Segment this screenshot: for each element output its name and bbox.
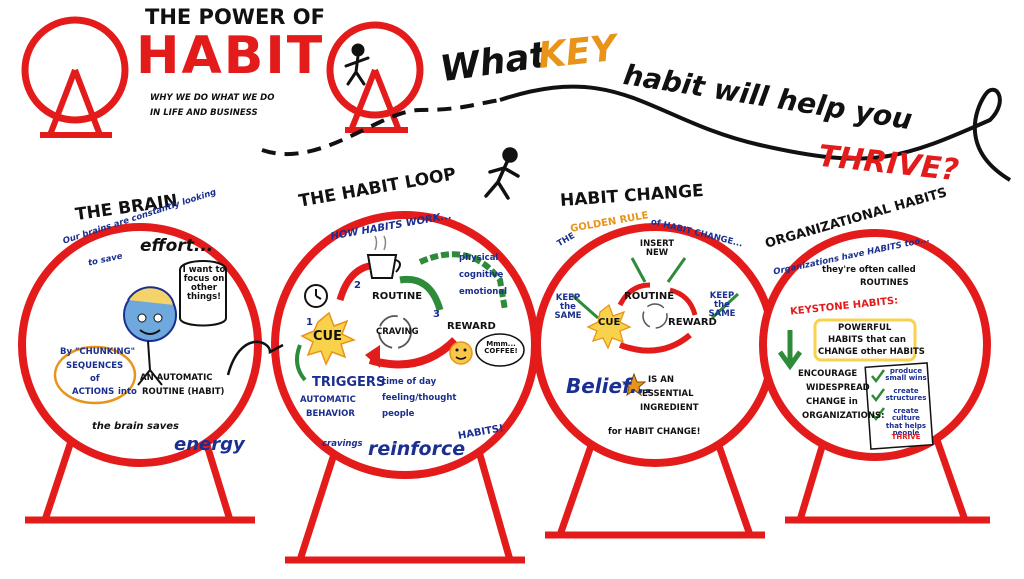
cue-burst-icon (300, 311, 357, 366)
change-reward: REWARD (668, 317, 717, 328)
loop-time-of-day: time of day (382, 377, 437, 387)
brain-automatic: AN AUTOMATIC (140, 373, 213, 383)
chunking-orbit-ring (53, 345, 137, 405)
speech-bubble (179, 260, 227, 327)
loop-routine: ROUTINE (372, 291, 423, 302)
loop-triggers: TRIGGERS (312, 375, 386, 390)
checkmark-icons (871, 369, 886, 422)
org-list-3: create culture that helps people (885, 407, 927, 438)
loop-number-1: 1 (306, 317, 313, 328)
brain-chunking-1: By "CHUNKING" (60, 347, 136, 357)
org-organizations: ORGANIZATIONS: (802, 411, 885, 421)
brain-effort: effort... (140, 236, 214, 256)
wavy-line (499, 84, 1012, 182)
loop-coffee: Mmm... COFFEE! (484, 340, 518, 356)
org-powerful-3: CHANGE other HABITS (818, 347, 925, 357)
subtitle-line1: WHY WE DO WHAT WE DO (150, 93, 275, 103)
coffee-thought-bubble (475, 333, 525, 367)
loop-physical: physical (459, 253, 499, 263)
running-figure-icon (344, 43, 370, 86)
clock-icon (304, 284, 328, 308)
loop-behavior: BEHAVIOR (306, 409, 355, 419)
loop-reward: REWARD (447, 321, 496, 332)
change-belief: Belief... (566, 374, 653, 398)
coffee-cup-icon (366, 235, 401, 279)
org-list-4: THRIVE (891, 433, 921, 441)
change-insert-new: INSERT NEW (639, 239, 675, 258)
small-wheel-left (21, 16, 129, 138)
question-key: KEY (536, 28, 619, 77)
belief-star-icon (621, 372, 647, 397)
org-list-2: create structures (885, 387, 927, 403)
keystone-box (813, 318, 917, 362)
change-routine: ROUTINE (624, 291, 675, 302)
loop-number-2: 2 (354, 280, 361, 291)
checklist-paper (864, 362, 934, 450)
brain-speech-text: I want to focus on other things! (182, 265, 226, 302)
change-keep-same-left: KEEP the SAME (554, 293, 582, 321)
brain-into: into (118, 387, 137, 397)
loop-feeling: feeling/thought (382, 393, 457, 403)
org-encourage: ENCOURAGE (798, 369, 858, 379)
org-line2: they're often called (822, 265, 916, 275)
org-list-1: produce small wins (885, 367, 927, 383)
habit-loop-cycle (336, 251, 508, 369)
loop-cue: CUE (313, 329, 342, 344)
org-powerful-2: HABITS that can (828, 335, 906, 345)
loop-people: people (382, 409, 415, 419)
change-essential-1: IS AN (648, 375, 674, 385)
runner-figure-icon (484, 147, 520, 200)
title-habit: HABIT (136, 26, 325, 86)
small-wheel-right (326, 21, 424, 133)
change-essential-2: ESSENTIAL (642, 389, 694, 399)
loop-emotional: emotional (459, 287, 507, 297)
wheel-org (759, 229, 991, 524)
smiley-face-icon (449, 341, 473, 365)
change-cue-burst-icon (586, 303, 632, 350)
dashed-path (261, 98, 501, 157)
loop-craving: CRAVING (376, 327, 419, 337)
brain-chunking-2: SEQUENCES (66, 361, 124, 371)
brain-energy: energy (174, 434, 245, 455)
loop-reinforce: reinforce (368, 438, 466, 460)
org-change-in: CHANGE in (806, 397, 858, 407)
change-essential-4: for HABIT CHANGE! (608, 427, 701, 437)
loop-automatic: AUTOMATIC (300, 395, 356, 405)
change-keep-same-right: KEEP the SAME (708, 291, 736, 319)
org-line3: ROUTINES (860, 278, 909, 288)
loop-cravings: cravings (322, 439, 363, 449)
brain-chunking-4: ACTIONS (72, 387, 115, 397)
org-widespread: WIDESPREAD (806, 383, 870, 393)
title-line1: THE POWER OF (145, 5, 325, 29)
curly-arrow (226, 340, 284, 376)
loop-number-3: 3 (433, 309, 440, 320)
keystone-arrow (777, 330, 803, 371)
triggers-arrow (294, 344, 307, 382)
change-cue: CUE (598, 317, 621, 328)
habit-change-cycle (571, 257, 740, 354)
org-powerful-1: POWERFUL (838, 323, 892, 333)
subtitle-line2: IN LIFE AND BUSINESS (150, 108, 258, 118)
change-essential-3: INGREDIENT (640, 403, 699, 413)
loop-cognitive: cognitive (459, 270, 504, 280)
smiling-brain-icon (123, 286, 177, 386)
brain-routine: ROUTINE (HABIT) (142, 387, 225, 397)
brain-saves: the brain saves (92, 421, 179, 432)
brain-chunking-3: of (90, 374, 100, 384)
